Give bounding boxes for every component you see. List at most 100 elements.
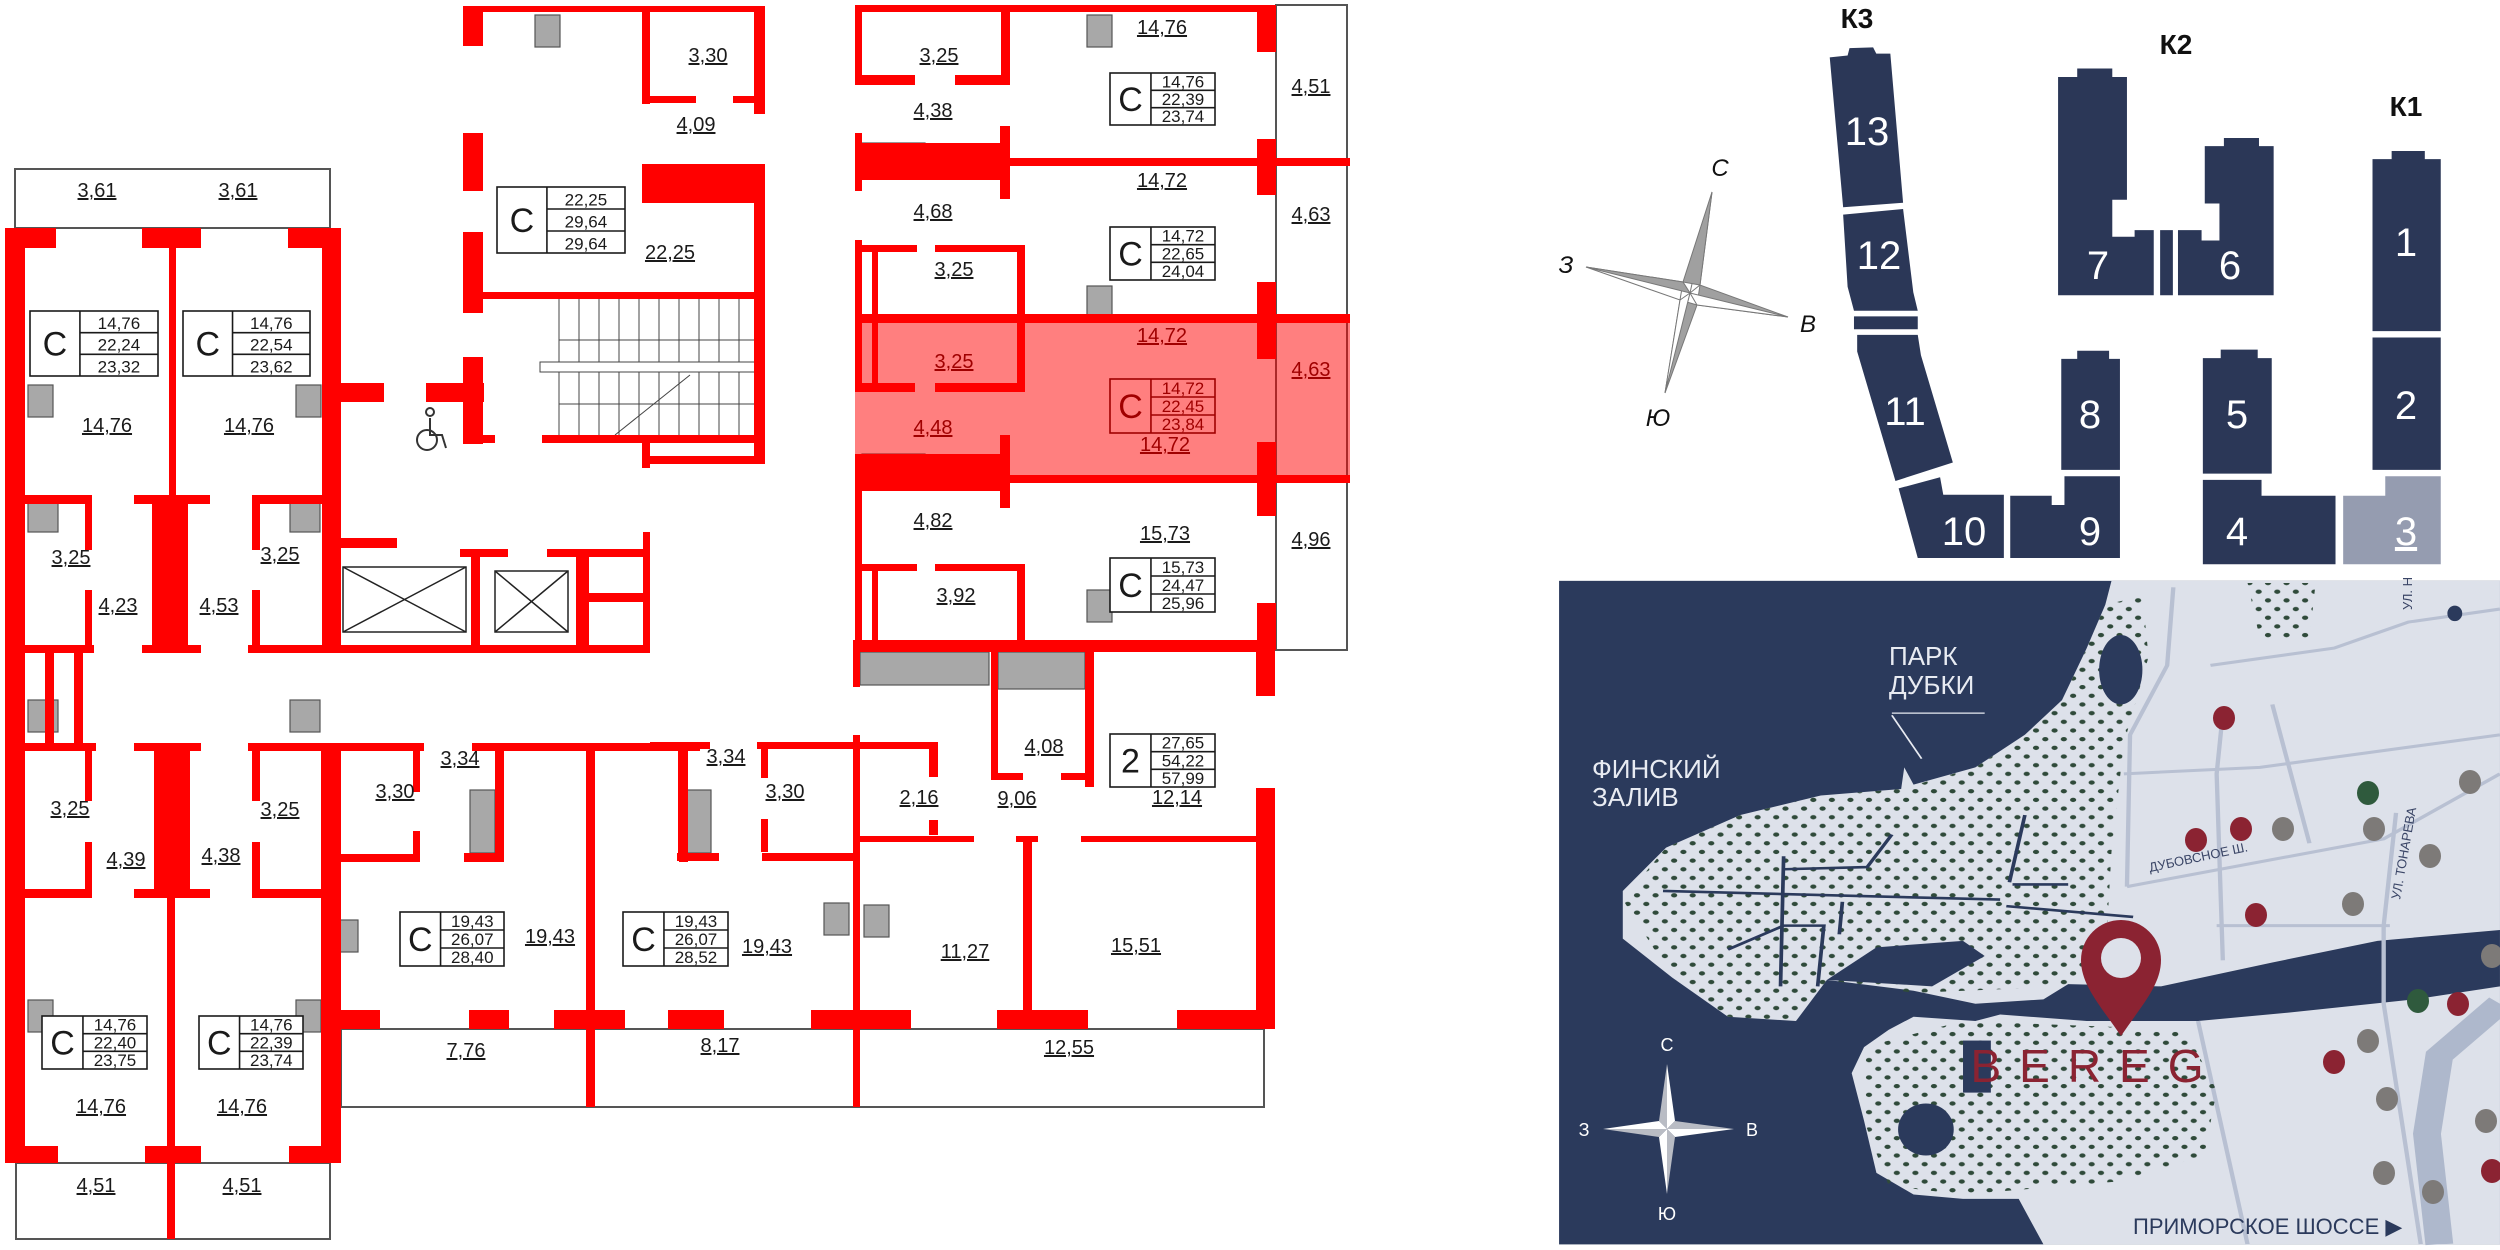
poi-marker-red[interactable] (2447, 992, 2469, 1016)
stair-arrow (614, 374, 691, 436)
room-area-label: 4,08 (1025, 736, 1064, 758)
total-area-with-balcony: 57,99 (1162, 769, 1205, 788)
wall (5, 228, 56, 248)
wall (853, 735, 860, 1107)
elevator-shaft (494, 570, 569, 633)
poi-marker-gray[interactable] (2422, 1180, 2444, 1204)
wardrobe-fixture (469, 789, 496, 854)
room-area-label: 3,25 (935, 351, 974, 373)
poi-marker-green[interactable] (2407, 989, 2429, 1013)
wall (1257, 603, 1276, 650)
poi-marker-red[interactable] (2185, 828, 2207, 852)
poi-marker-gray[interactable] (2481, 944, 2500, 968)
balcony-outline (14, 168, 331, 229)
wall (955, 75, 1010, 85)
wall (152, 504, 188, 645)
building-7[interactable] (2058, 68, 2154, 296)
stove-fixture (1086, 285, 1113, 319)
building-9[interactable] (2010, 476, 2120, 558)
building-number: 12 (1857, 234, 1902, 278)
wall (935, 564, 1025, 571)
total-area-with-balcony: 23,62 (250, 357, 293, 376)
wall (134, 495, 210, 504)
wall (855, 5, 1275, 12)
building-8[interactable] (2061, 350, 2120, 470)
poi-marker-gray[interactable] (2376, 1087, 2398, 1111)
poi-marker-gray[interactable] (2475, 1109, 2497, 1133)
building-6[interactable] (2177, 138, 2274, 296)
wall (471, 557, 480, 648)
building-4[interactable] (2202, 479, 2336, 565)
wall (589, 593, 643, 602)
wall (45, 653, 54, 743)
wall (248, 645, 650, 653)
poi-marker-red[interactable] (2245, 903, 2267, 927)
poi-marker-gray[interactable] (2373, 1161, 2395, 1185)
map-label-gulf-line2: ЗАЛИВ (1592, 782, 1679, 812)
poi-marker-gray[interactable] (2363, 817, 2385, 841)
wall (85, 504, 92, 550)
label-leader-line (1891, 715, 1923, 759)
room-area-label: 4,48 (914, 417, 953, 439)
selected-apartment-highlight[interactable] (855, 317, 1350, 476)
total-area: 22,54 (250, 336, 293, 355)
info-box-frame (182, 310, 311, 377)
wall (463, 232, 483, 313)
poi-marker-gray[interactable] (2419, 844, 2441, 868)
wall (25, 889, 92, 898)
building-10[interactable] (1898, 477, 2004, 558)
room-area-label: 14,76 (217, 1096, 267, 1118)
poi-marker-gray[interactable] (2272, 817, 2294, 841)
poi-marker-red[interactable] (2323, 1050, 2345, 1074)
wall (248, 743, 424, 751)
poi-marker-gray[interactable] (2357, 1029, 2379, 1053)
wall (463, 6, 763, 12)
apartment-type: C (408, 921, 433, 959)
building-1[interactable] (2372, 150, 2441, 332)
poi-marker-red[interactable] (2230, 817, 2252, 841)
compass-east-label: В (1800, 311, 1816, 338)
stove-fixture (1086, 589, 1113, 623)
park-area (1864, 1021, 2217, 1195)
room-area-label: 4,53 (200, 595, 239, 617)
wall (289, 1146, 341, 1163)
living-area: 14,72 (1162, 379, 1205, 398)
wall (855, 6, 862, 85)
wall (853, 640, 860, 687)
total-area-with-balcony: 23,75 (94, 1051, 137, 1070)
poi-marker-gray[interactable] (2459, 770, 2481, 794)
building-5[interactable] (2202, 349, 2272, 474)
poi-marker-red[interactable] (2213, 706, 2235, 730)
room-area-label: 14,76 (82, 415, 132, 437)
location-pin-icon[interactable] (2081, 920, 2161, 1036)
poi-marker-red[interactable] (2481, 1159, 2500, 1183)
room-area-label: 3,61 (219, 180, 258, 202)
building-3-selected[interactable] (2343, 476, 2441, 565)
wall (252, 889, 321, 898)
poi-marker-green[interactable] (2357, 781, 2379, 805)
wall (134, 889, 210, 898)
wall (341, 383, 384, 402)
building-2[interactable] (2372, 337, 2441, 470)
stove-fixture (823, 902, 850, 936)
building-11[interactable] (1857, 334, 1953, 481)
room-area-label: 14,72 (1137, 325, 1187, 347)
room-area-label: 4,63 (1292, 204, 1331, 226)
wall (5, 645, 94, 653)
total-area: 26,07 (451, 930, 494, 949)
building-12[interactable] (1843, 209, 1918, 311)
poi-marker-gray[interactable] (2342, 892, 2364, 916)
building-13[interactable] (1829, 47, 1904, 208)
